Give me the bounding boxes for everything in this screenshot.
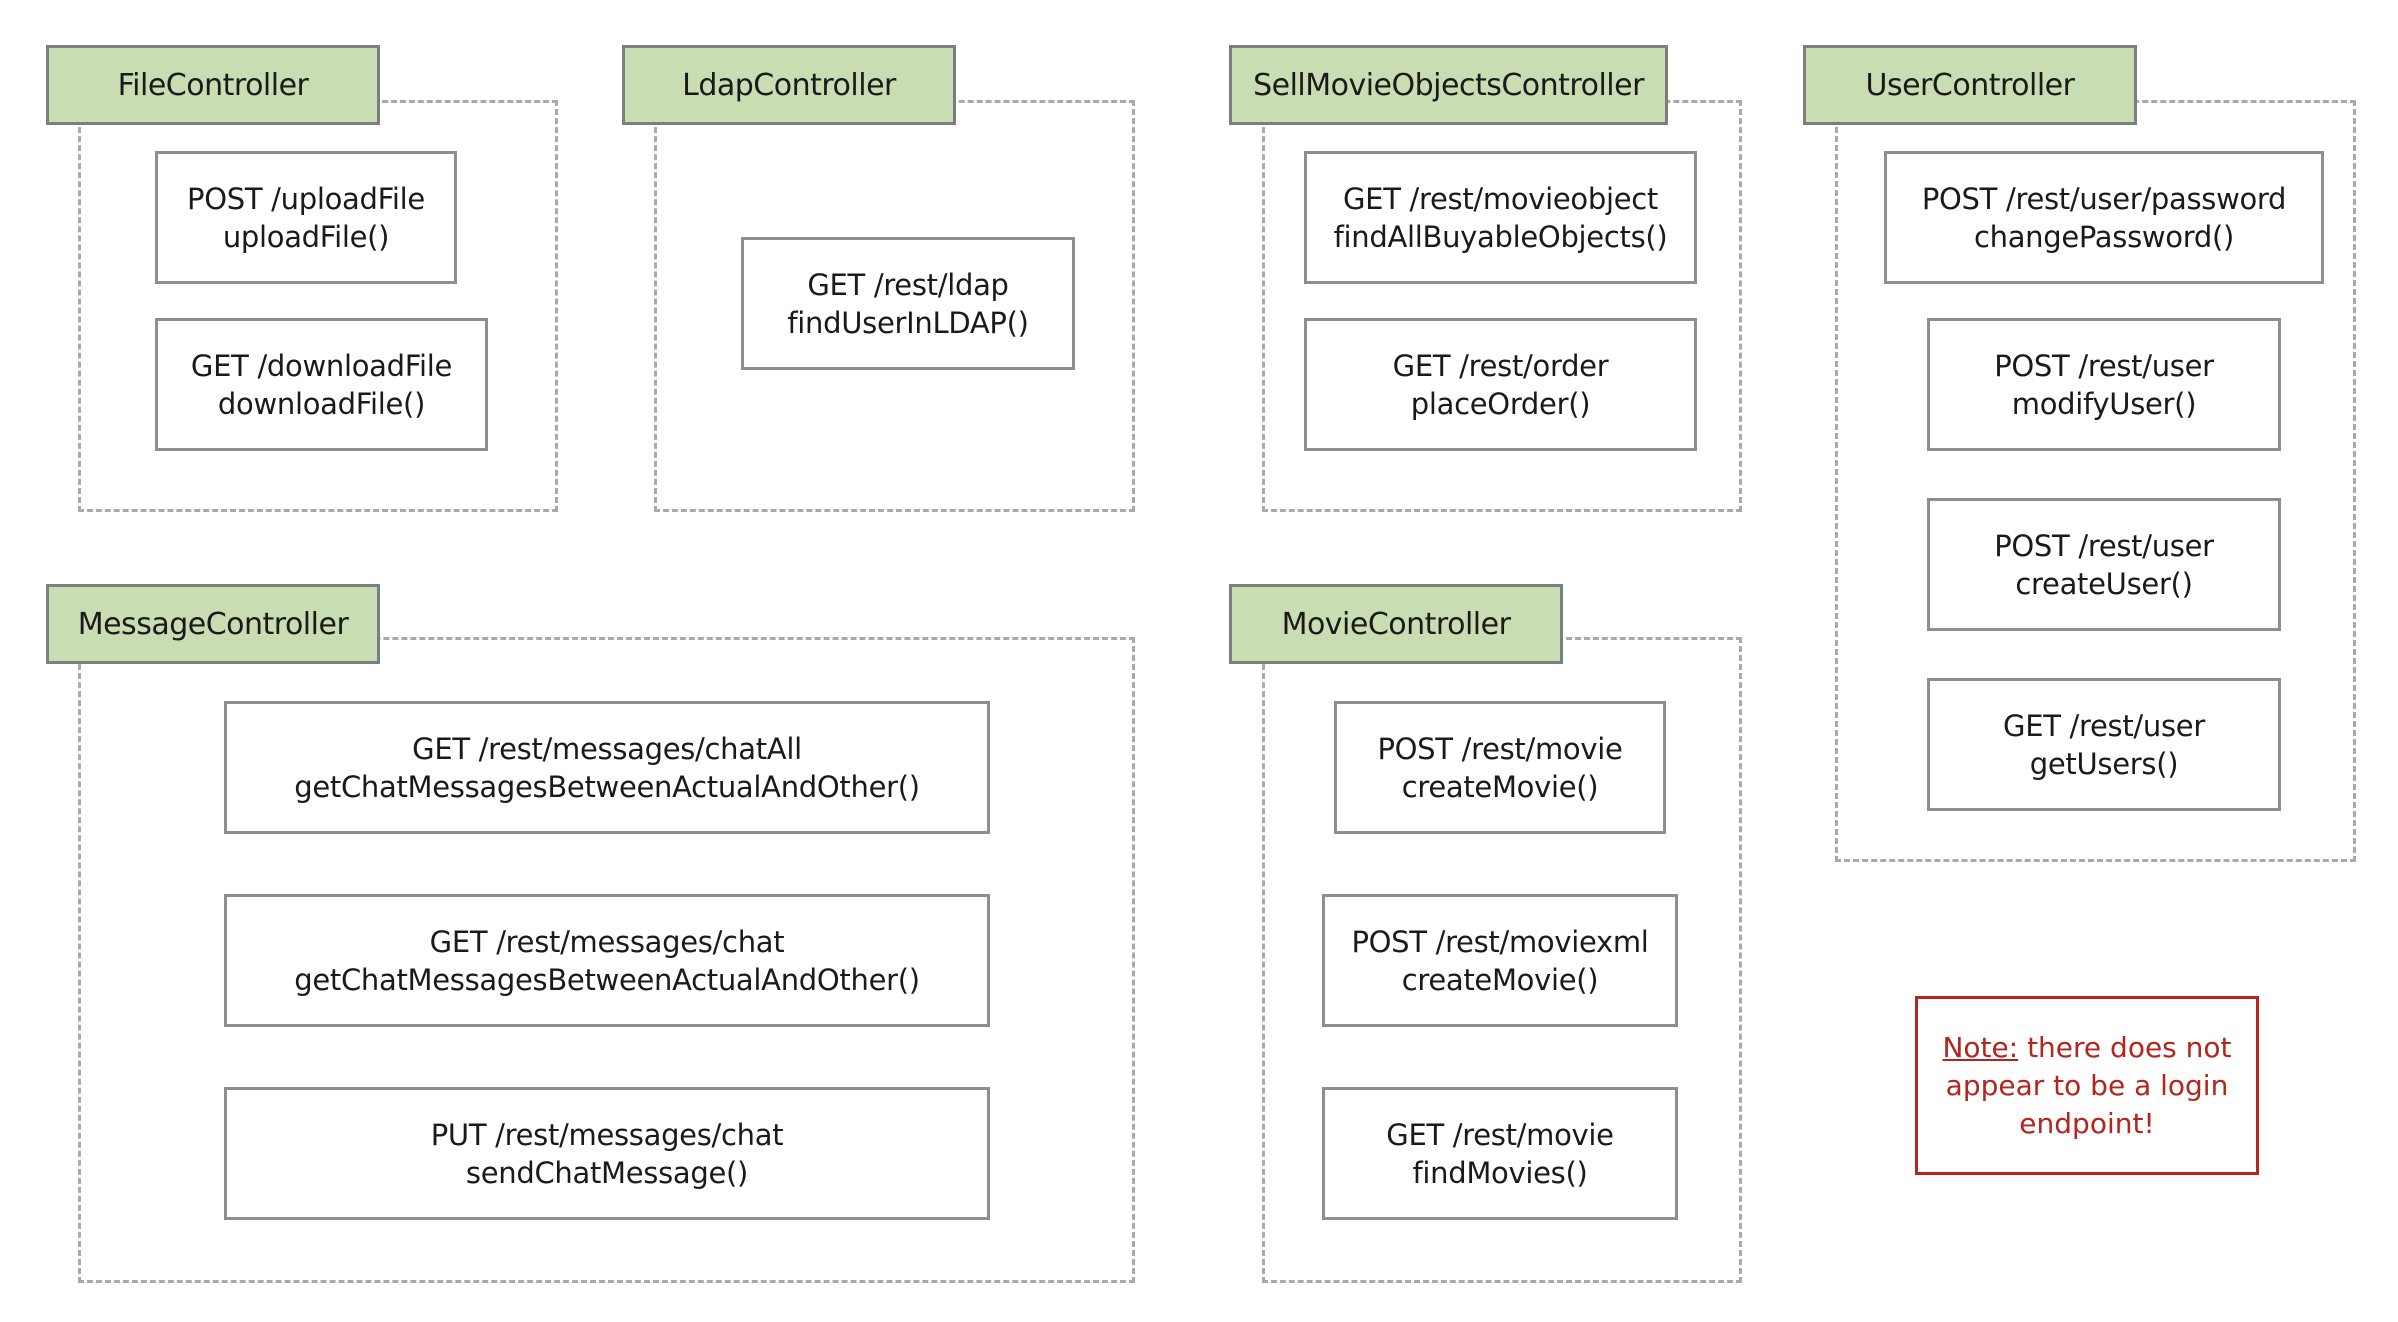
- endpoint-method: placeOrder(): [1410, 386, 1591, 421]
- endpoint-route: POST /uploadFile: [187, 181, 425, 216]
- endpoint-route: POST /rest/user: [1994, 348, 2214, 383]
- endpoint-method: sendChatMessage(): [465, 1155, 749, 1190]
- group-title-ldap-controller: LdapController: [622, 45, 956, 125]
- endpoint-send-chat-message: PUT /rest/messages/chat sendChatMessage(…: [224, 1087, 990, 1220]
- endpoint-route: POST /rest/movie: [1377, 731, 1623, 766]
- endpoint-route: PUT /rest/messages/chat: [430, 1117, 784, 1152]
- group-title-sell-movie-objects-controller: SellMovieObjectsController: [1229, 45, 1668, 125]
- endpoint-method: downloadFile(): [217, 386, 426, 421]
- endpoint-route: POST /rest/user: [1994, 528, 2214, 563]
- endpoint-method: getUsers(): [2029, 746, 2179, 781]
- endpoint-route: GET /downloadFile: [190, 348, 453, 383]
- endpoint-get-chat-all: GET /rest/messages/chatAll getChatMessag…: [224, 701, 990, 834]
- endpoint-upload-file: POST /uploadFile uploadFile(): [155, 151, 457, 284]
- endpoint-method: modifyUser(): [2011, 386, 2197, 421]
- endpoint-method: createMovie(): [1401, 962, 1599, 997]
- endpoint-route: GET /rest/order: [1392, 348, 1609, 383]
- endpoint-route: GET /rest/movie: [1386, 1117, 1614, 1152]
- endpoint-method: changePassword(): [1973, 219, 2234, 254]
- endpoint-route: GET /rest/user: [2003, 708, 2205, 743]
- endpoint-method: createMovie(): [1401, 769, 1599, 804]
- endpoint-find-user-in-ldap: GET /rest/ldap findUserInLDAP(): [741, 237, 1075, 370]
- endpoint-find-all-buyable-objects: GET /rest/movieobject findAllBuyableObje…: [1304, 151, 1697, 284]
- endpoint-find-movies: GET /rest/movie findMovies(): [1322, 1087, 1678, 1220]
- endpoint-create-movie-xml: POST /rest/moviexml createMovie(): [1322, 894, 1678, 1027]
- endpoint-method: uploadFile(): [222, 219, 390, 254]
- endpoint-method: getChatMessagesBetweenActualAndOther(): [294, 962, 920, 997]
- group-title-message-controller: MessageController: [46, 584, 380, 664]
- endpoint-get-chat: GET /rest/messages/chat getChatMessagesB…: [224, 894, 990, 1027]
- group-title-file-controller: FileController: [46, 45, 380, 125]
- endpoint-route: GET /rest/movieobject: [1343, 181, 1658, 216]
- group-title-movie-controller: MovieController: [1229, 584, 1563, 664]
- note-text-block: Note: there does not appear to be a logi…: [1934, 1029, 2240, 1143]
- endpoint-method: findAllBuyableObjects(): [1333, 219, 1668, 254]
- endpoint-get-users: GET /rest/user getUsers(): [1927, 678, 2281, 811]
- group-title-user-controller: UserController: [1803, 45, 2137, 125]
- endpoint-method: findUserInLDAP(): [787, 305, 1029, 340]
- note-text: there does not appear to be a login endp…: [1945, 1030, 2232, 1140]
- endpoint-create-user: POST /rest/user createUser(): [1927, 498, 2281, 631]
- endpoint-create-movie: POST /rest/movie createMovie(): [1334, 701, 1666, 834]
- note-label: Note:: [1942, 1030, 2019, 1064]
- endpoint-route: POST /rest/moviexml: [1351, 924, 1649, 959]
- endpoint-modify-user: POST /rest/user modifyUser(): [1927, 318, 2281, 451]
- endpoint-method: createUser(): [2015, 566, 2193, 601]
- endpoint-place-order: GET /rest/order placeOrder(): [1304, 318, 1697, 451]
- group-frame: [78, 637, 1135, 1283]
- endpoint-route: GET /rest/messages/chat: [429, 924, 785, 959]
- endpoint-method: getChatMessagesBetweenActualAndOther(): [294, 769, 920, 804]
- endpoint-change-password: POST /rest/user/password changePassword(…: [1884, 151, 2324, 284]
- endpoint-download-file: GET /downloadFile downloadFile(): [155, 318, 488, 451]
- login-endpoint-note: Note: there does not appear to be a logi…: [1915, 996, 2259, 1175]
- endpoint-method: findMovies(): [1412, 1155, 1588, 1190]
- endpoint-route: GET /rest/messages/chatAll: [412, 731, 802, 766]
- endpoint-route: GET /rest/ldap: [807, 267, 1009, 302]
- endpoint-route: POST /rest/user/password: [1921, 181, 2287, 216]
